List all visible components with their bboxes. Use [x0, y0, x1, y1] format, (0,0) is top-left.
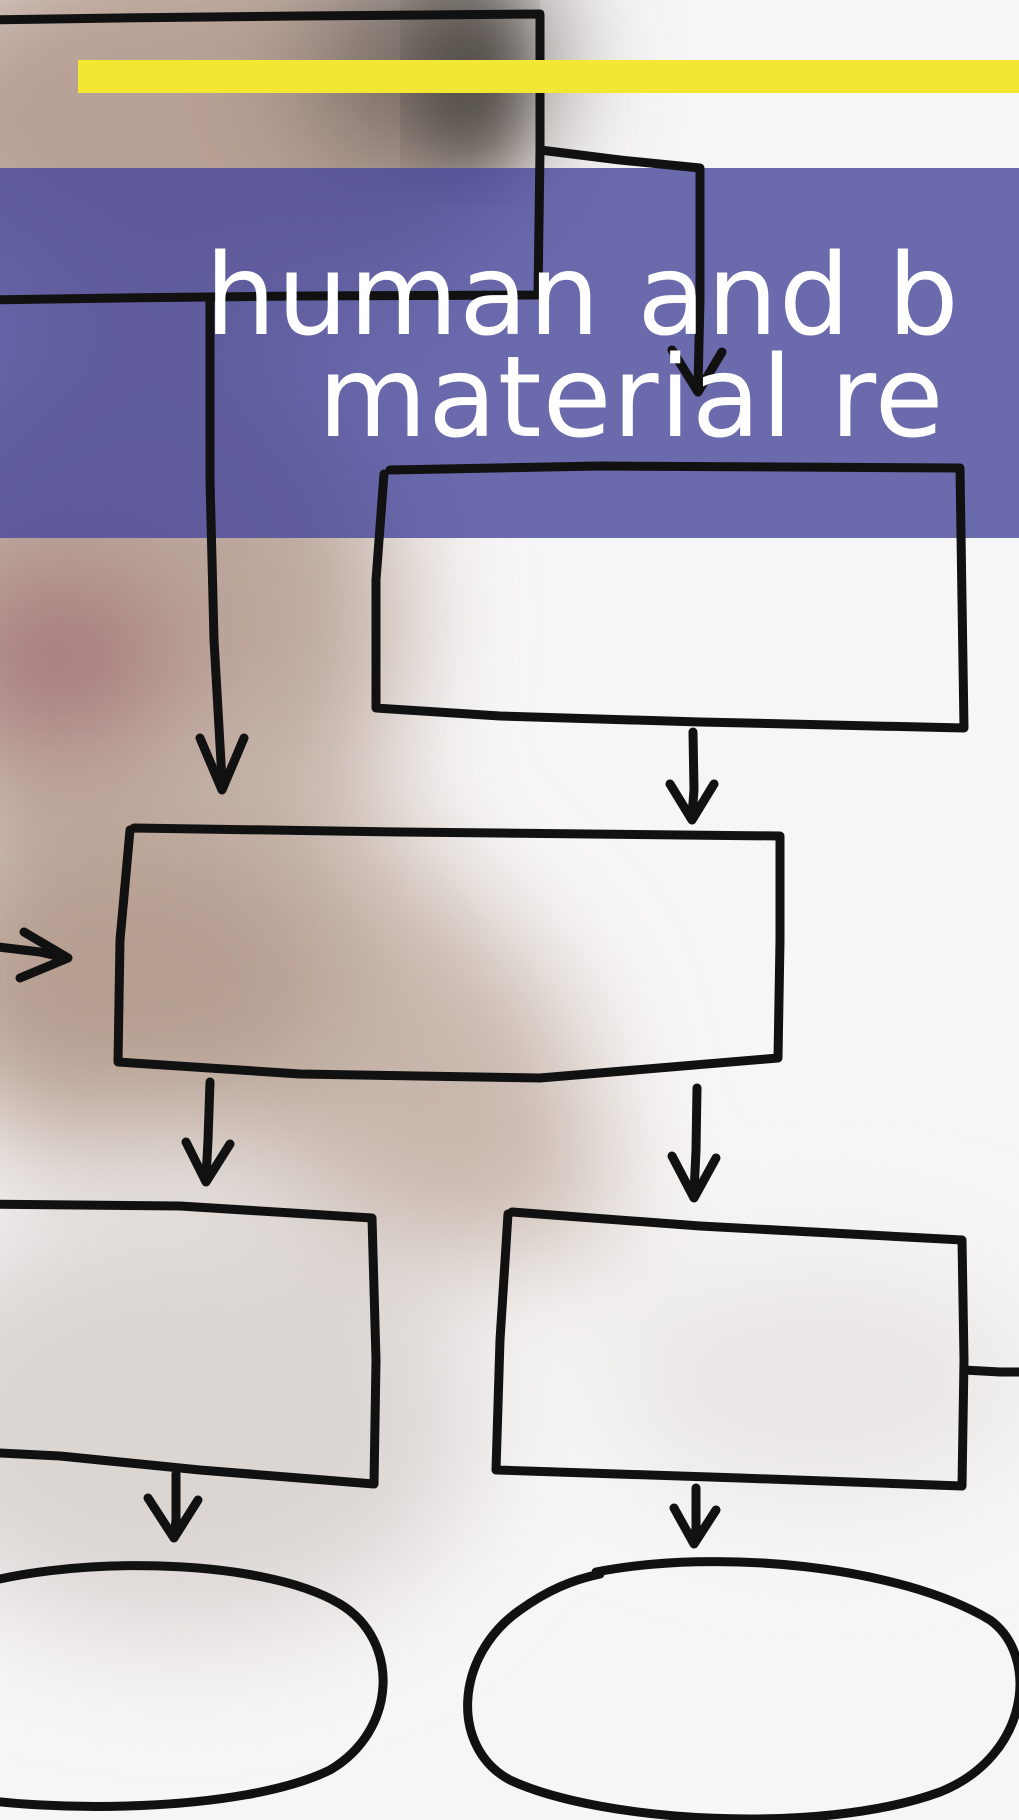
- connector-upper-right-down: [687, 727, 699, 821]
- upper-right-box: [371, 461, 969, 733]
- connector-center-left-down: [201, 1077, 215, 1183]
- arrowhead-ellipse-right: [669, 1503, 721, 1549]
- arrowhead-lower-left: [181, 1137, 235, 1187]
- accent-bar: [78, 60, 1019, 93]
- arrowhead-lower-right: [667, 1151, 721, 1203]
- arrowhead-upper-right: [667, 345, 727, 397]
- connector-lower-right-down: [689, 1483, 701, 1545]
- connector-top-right: [535, 145, 705, 390]
- title: human and b material re: [0, 240, 1019, 480]
- lower-right-box: [491, 1207, 969, 1491]
- bottom-left-ellipse: [0, 1561, 388, 1811]
- title-banner: [0, 168, 1019, 538]
- arrowhead-center-left: [195, 733, 249, 795]
- connector-right-exit: [959, 1365, 1019, 1377]
- arrowhead-ellipse-left: [143, 1493, 203, 1543]
- arrowhead-center-right: [665, 779, 719, 825]
- connector-center-right-down: [689, 1083, 702, 1199]
- connector-left-down: [205, 293, 227, 785]
- title-line-2: material re: [318, 333, 945, 463]
- center-box: [113, 823, 785, 1083]
- bottom-right-ellipse: [463, 1557, 1019, 1820]
- lower-left-box: [0, 1199, 381, 1489]
- title-line-1: human and b: [205, 240, 960, 361]
- connector-lower-left-down: [169, 1469, 181, 1541]
- left-incoming-arrowhead: [15, 927, 73, 983]
